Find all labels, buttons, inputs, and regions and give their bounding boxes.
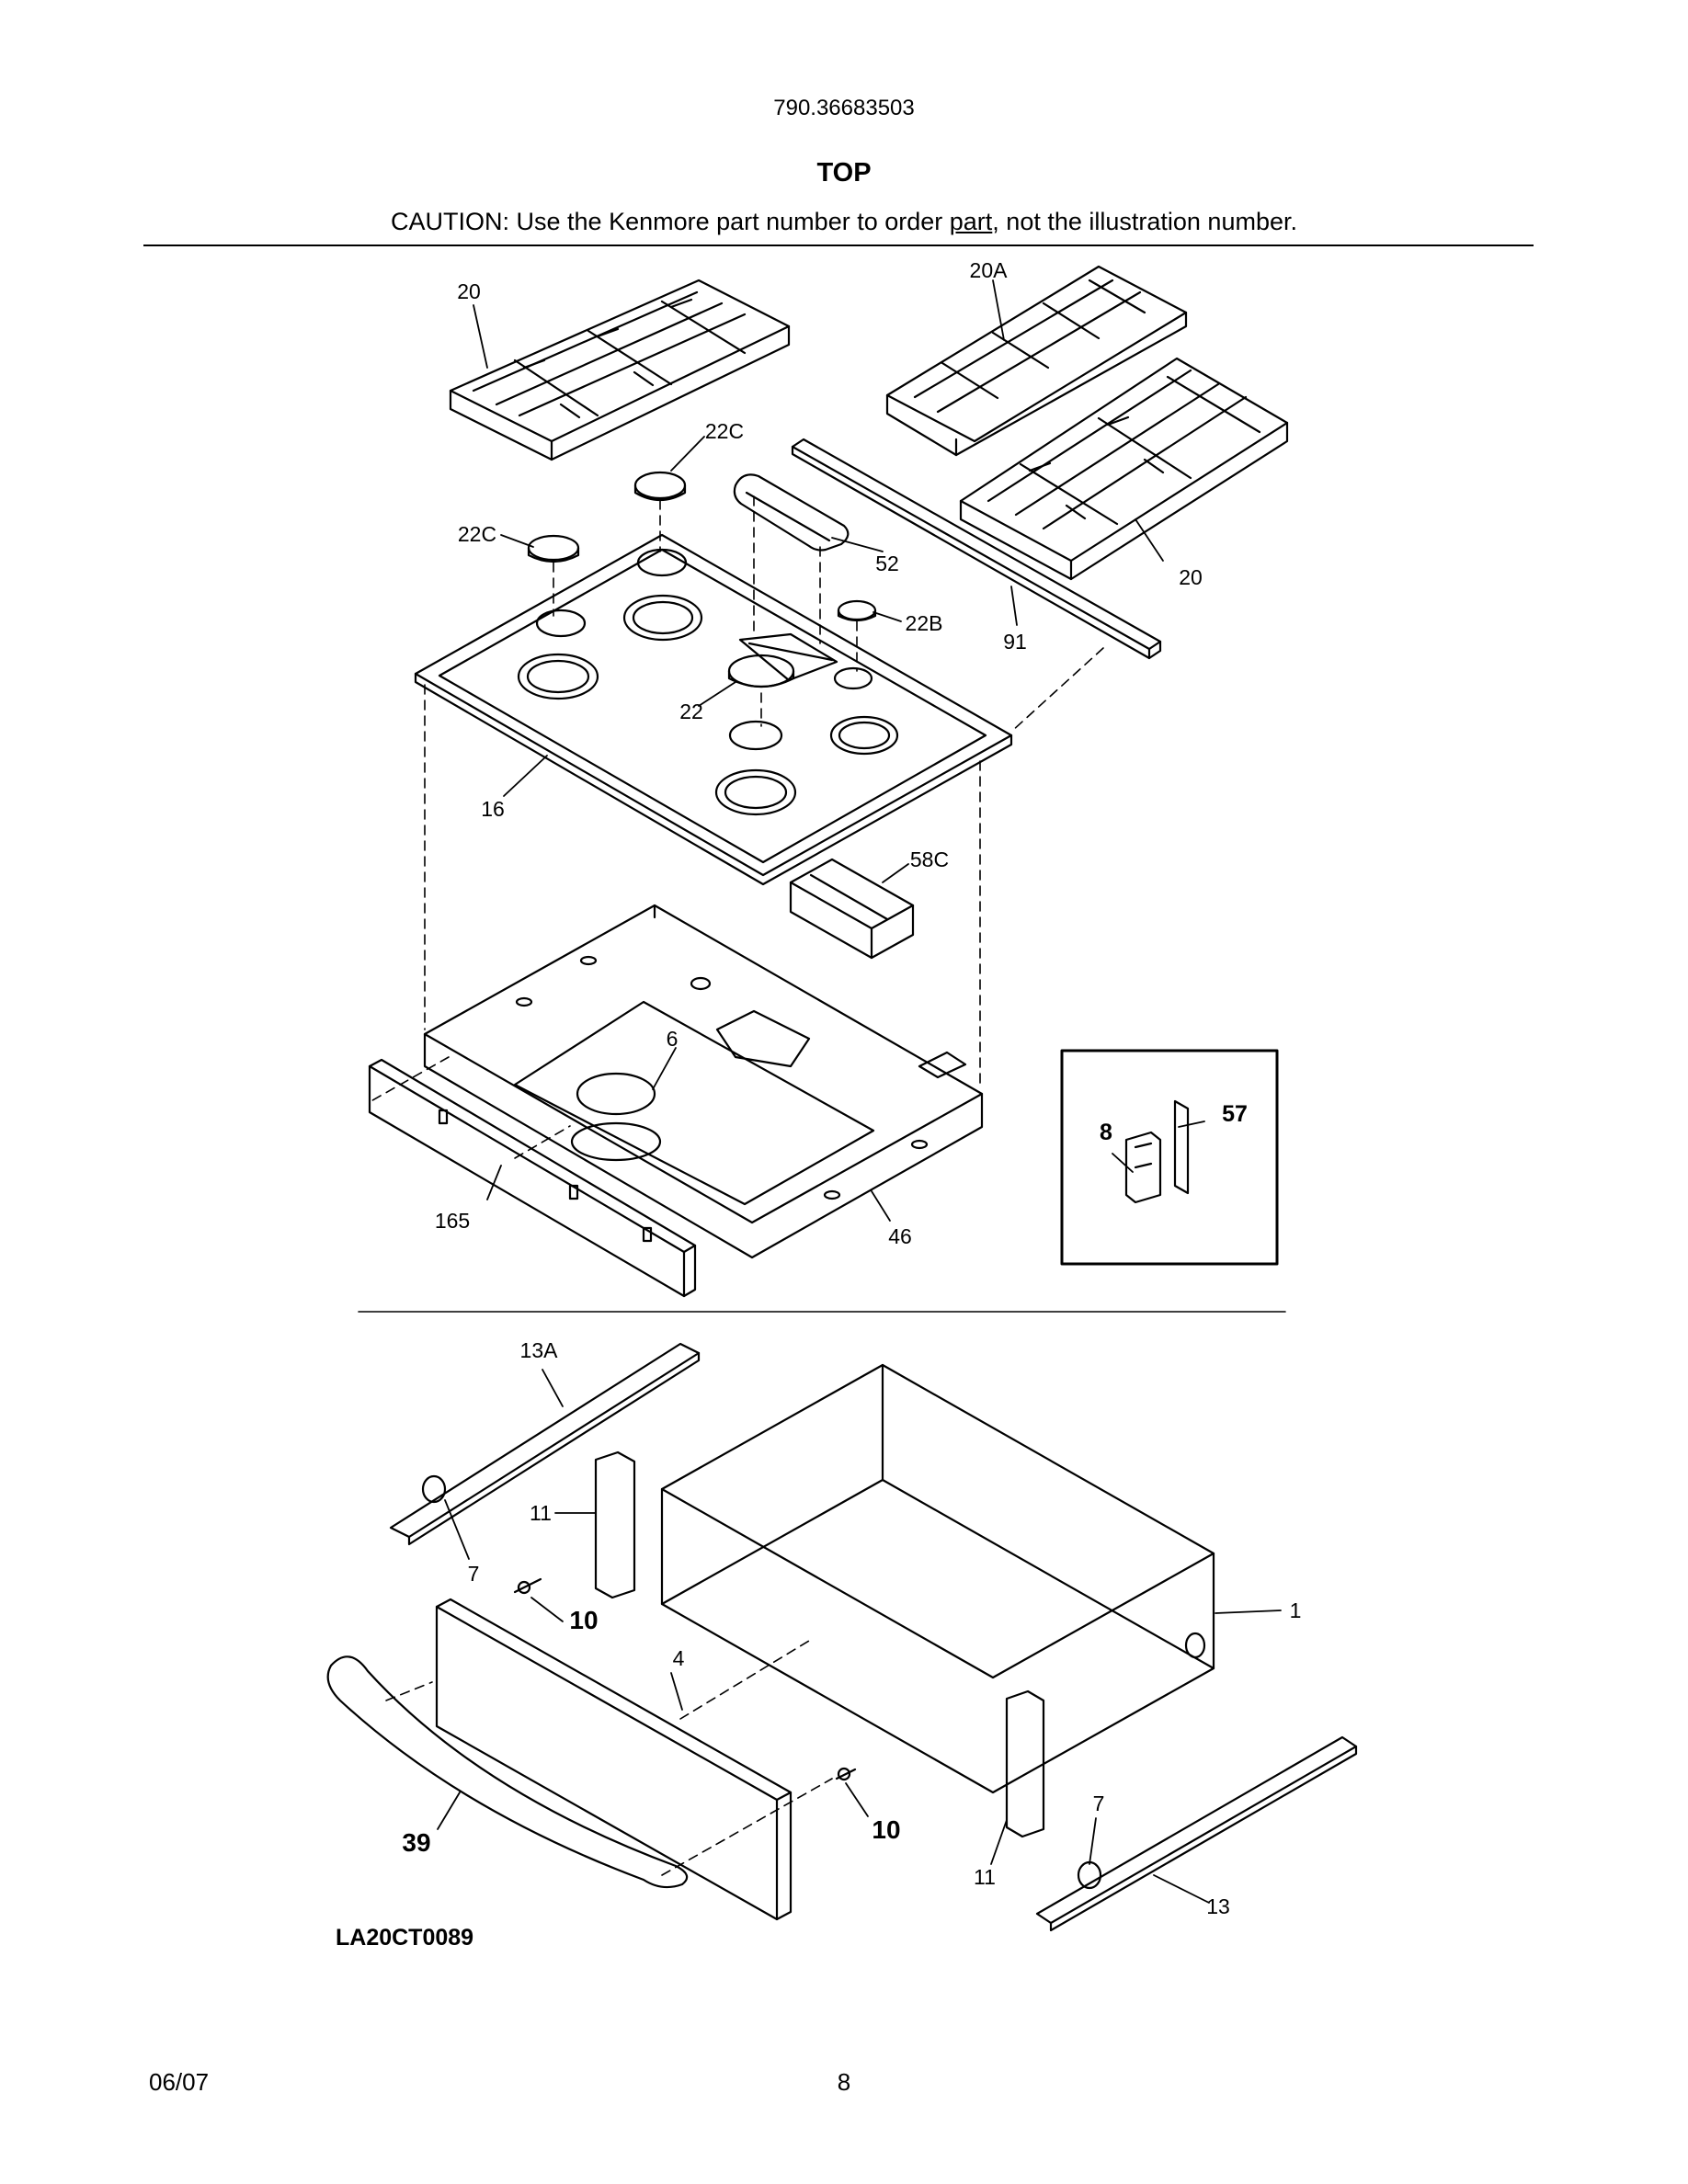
callout-bracket-11-left: 11: [530, 1501, 552, 1525]
inset-parts-drawing: [1124, 1099, 1190, 1204]
grate-center-drawing: [885, 265, 1188, 457]
leader-lines: [437, 279, 1282, 1904]
callout-rail-165: 165: [435, 1209, 470, 1233]
screws-10-drawing: [513, 1577, 857, 1781]
callout-grate-left: 20: [457, 279, 481, 303]
header-rule: [143, 245, 1534, 246]
callout-grate-right: 20: [1179, 565, 1203, 589]
caution-after: , not the illustration number.: [992, 208, 1297, 235]
callout-screw-10-upper: 10: [569, 1606, 598, 1634]
callout-slide-13a: 13A: [520, 1338, 559, 1362]
callout-cap-22c-left: 22C: [458, 522, 496, 546]
griddle-cover-drawing: [733, 473, 850, 552]
callout-cap-22b: 22B: [906, 611, 943, 635]
slide-13a-drawing: [389, 1342, 701, 1546]
callout-griddle-cover: 52: [875, 552, 899, 575]
grate-right-drawing: [959, 357, 1289, 581]
callout-screw-10-lower: 10: [872, 1815, 900, 1844]
callout-burner-box-6: 6: [667, 1027, 679, 1051]
front-rail-drawing: [368, 1058, 697, 1298]
callout-pan-46: 46: [888, 1224, 912, 1248]
section-title: TOP: [816, 158, 872, 188]
drawer-body-drawing: [660, 1363, 1215, 1794]
callout-handle-39: 39: [402, 1828, 430, 1857]
callout-module-58c: 58C: [910, 847, 949, 871]
callout-roller-7-left: 7: [468, 1562, 480, 1586]
footer-date: 06/07: [149, 2068, 210, 2096]
drawer-panel-drawing: [435, 1598, 793, 1921]
callout-bracket-11-right: 11: [974, 1865, 996, 1889]
inset-frame: [1060, 1049, 1279, 1266]
cooktop-drawing: [414, 533, 1013, 886]
diagram-code: LA20CT0089: [336, 1925, 473, 1951]
callout-drawer-1: 1: [1290, 1598, 1302, 1622]
slide-13-drawing: [1035, 1735, 1358, 1932]
alignment-lines: [367, 495, 1104, 1876]
caution-part-link[interactable]: part: [949, 208, 993, 235]
burner-pan-drawing: [423, 904, 984, 1259]
callout-inset-57: 57: [1222, 1101, 1248, 1127]
grate-left-drawing: [449, 279, 791, 461]
trim-strip-drawing: [791, 438, 1162, 660]
callout-cap-22c-top: 22C: [705, 419, 744, 443]
page-number: 8: [837, 2068, 851, 2096]
callout-trim-91: 91: [1003, 630, 1027, 654]
brackets-11-drawing: [594, 1450, 1045, 1838]
caution-before: CAUTION: Use the Kenmore part number to …: [391, 208, 950, 235]
callout-grate-center: 20A: [970, 258, 1009, 282]
callout-cap-22: 22: [679, 700, 703, 723]
callout-slide-13: 13: [1206, 1894, 1230, 1918]
handle-39-drawing: [326, 1655, 689, 1889]
callout-inset-8: 8: [1100, 1120, 1112, 1145]
callout-cooktop-16: 16: [481, 797, 505, 821]
burner-caps-drawing: [527, 471, 877, 688]
callout-panel-4: 4: [673, 1646, 685, 1670]
model-number: 790.36683503: [773, 96, 915, 120]
module-58c-drawing: [789, 858, 915, 960]
callout-roller-7-right: 7: [1093, 1792, 1105, 1815]
caution-text: CAUTION: Use the Kenmore part number to …: [0, 208, 1688, 236]
